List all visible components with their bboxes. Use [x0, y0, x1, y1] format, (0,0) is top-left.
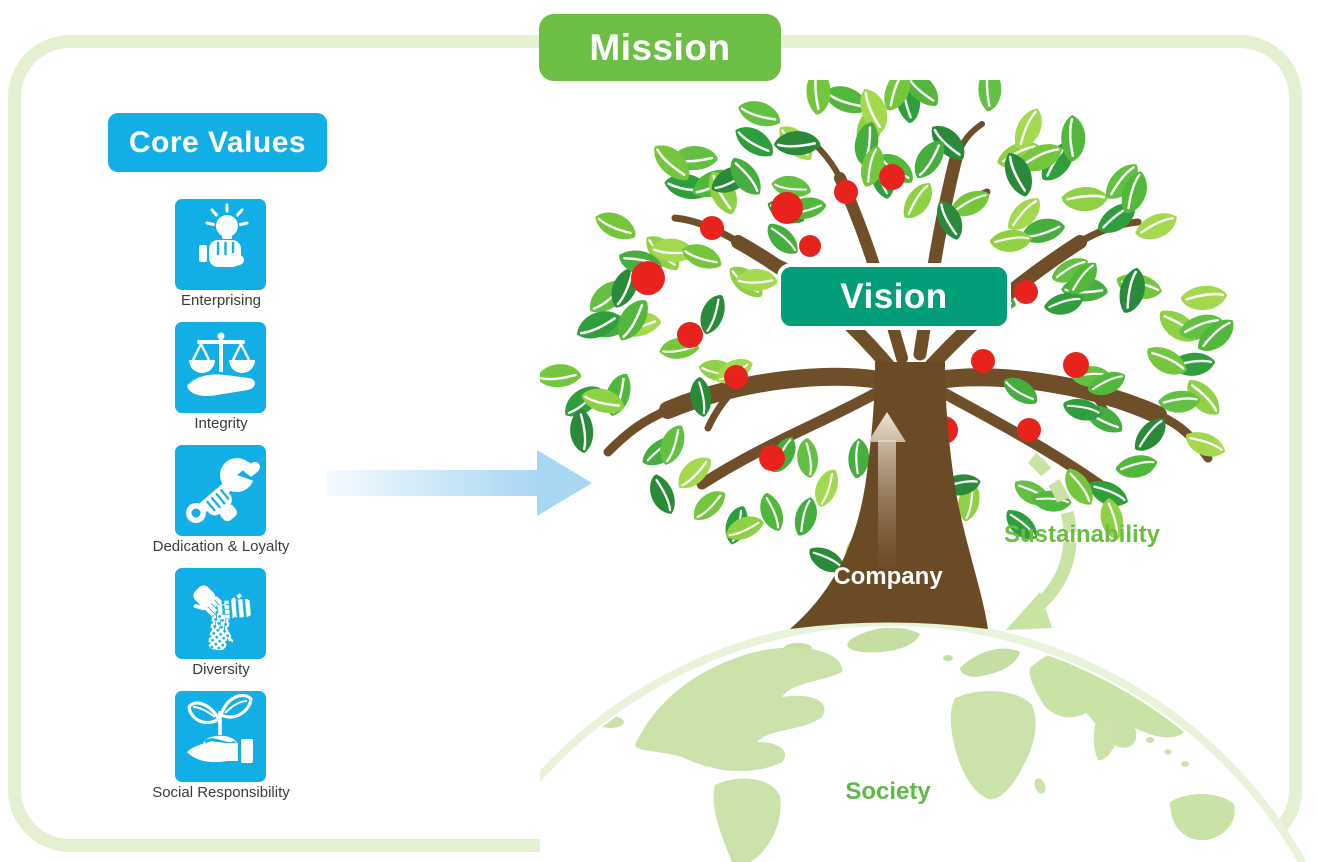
- core-value-card-dedication: [175, 445, 266, 536]
- vision-label: Vision: [840, 276, 948, 316]
- leaf: [893, 178, 943, 224]
- leaf: [686, 486, 733, 525]
- mission-label: Mission: [589, 26, 731, 68]
- vision-box: Vision: [777, 263, 1011, 330]
- core-value-label-integrity: Integrity: [194, 415, 248, 432]
- leaf: [677, 233, 727, 280]
- sustainability-label: Sustainability: [1003, 521, 1161, 548]
- core-value-label-enterprising: Enterprising: [180, 292, 262, 309]
- tree-illustration: [540, 80, 1307, 862]
- core-value-card-diversity: [175, 568, 266, 659]
- lightbulb-fist-icon: [199, 203, 249, 267]
- leaf: [970, 80, 1010, 115]
- core-value-label-social-responsibility: Social Responsibility: [152, 784, 290, 801]
- leaf: [1042, 290, 1085, 318]
- sustainability-arrow: [1006, 453, 1077, 630]
- leaf: [647, 471, 678, 517]
- leaf: [1132, 210, 1180, 243]
- leaf: [758, 491, 785, 533]
- core-value-card-integrity: [175, 322, 266, 413]
- core-value-card-enterprising: [175, 199, 266, 290]
- leaf: [1113, 451, 1160, 482]
- right-arrow: [326, 450, 592, 516]
- leaf: [791, 435, 824, 481]
- core-values-box: Core Values: [108, 113, 327, 172]
- leaf: [540, 357, 585, 394]
- three-hands-icon: [186, 582, 253, 653]
- core-value-card-social-responsibility: [175, 691, 266, 782]
- mission-box: Mission: [539, 14, 781, 81]
- core-value-label-diversity: Diversity: [192, 661, 250, 678]
- core-value-label-dedication: Dedication & Loyalty: [152, 538, 290, 555]
- core-values-label: Core Values: [128, 125, 307, 159]
- sprout-in-hand-icon: [187, 693, 253, 763]
- leaf: [590, 201, 642, 251]
- company-growth-arrow: [868, 412, 906, 566]
- leaf: [1058, 179, 1111, 219]
- society-label: Society: [845, 778, 931, 805]
- leaf: [1141, 335, 1192, 386]
- wrench-heart-fist-icon: [186, 455, 265, 523]
- balance-scale-hand-icon: [187, 332, 255, 396]
- company-label: Company: [833, 563, 943, 590]
- globe: [540, 618, 1307, 862]
- leaf: [685, 374, 717, 419]
- leaf: [1177, 279, 1230, 317]
